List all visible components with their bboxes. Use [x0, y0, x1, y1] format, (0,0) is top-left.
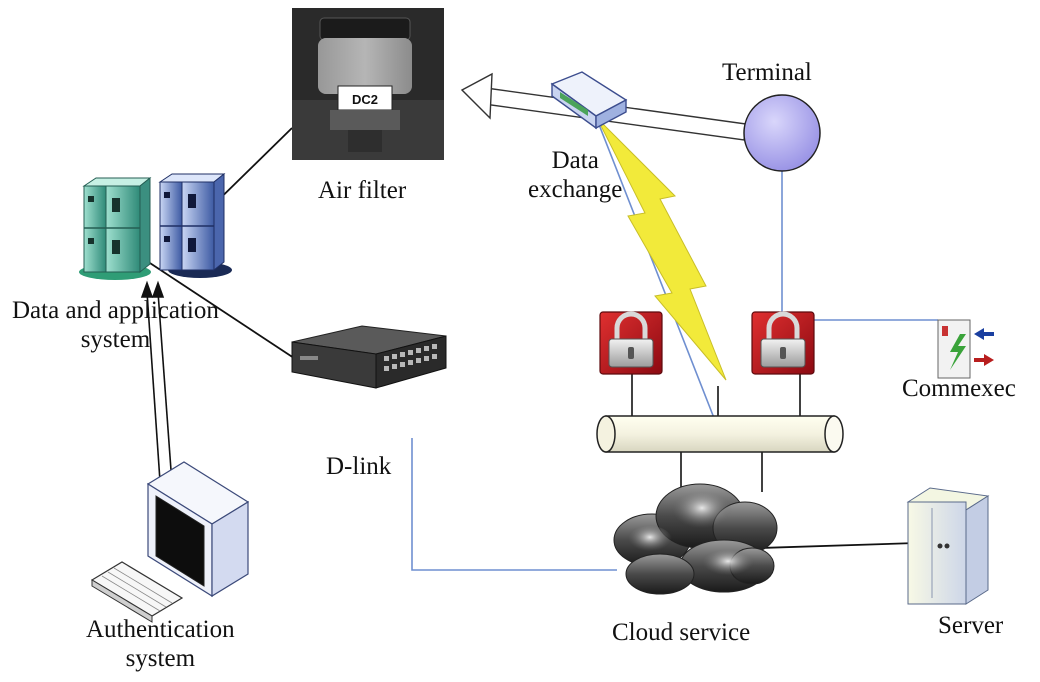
authentication-computer-icon: [146, 461, 250, 598]
commexec-label: Commexec: [902, 375, 1016, 402]
dlink-switch-icon: [291, 325, 447, 389]
label-cloud-service: Cloud service: [612, 618, 750, 647]
cloud-icon: [613, 483, 778, 595]
lock-icon: [599, 311, 663, 375]
network-bus-icon: [596, 415, 844, 453]
data-exchange-label-line1: Data: [551, 147, 599, 174]
label-commexec: Commexec: [902, 374, 1016, 403]
lightning-icon: [596, 117, 727, 381]
label-data-exchange: Data exchange: [528, 146, 622, 204]
link-dlink-cloud: [411, 438, 617, 571]
terminal-label: Terminal: [722, 59, 812, 86]
data-app-label-line2: system: [80, 326, 151, 353]
auth-label-line2: system: [125, 645, 196, 672]
label-air-filter: Air filter: [318, 176, 406, 205]
terminal-node-icon: [743, 94, 821, 172]
air-filter-photo-text: DC2: [352, 92, 378, 107]
commexec-icon: [937, 319, 994, 379]
data-application-server-racks-icon: [79, 172, 232, 280]
data-app-label-line1: Data and application: [12, 297, 219, 324]
air-filter-photo: DC2: [292, 8, 444, 160]
server-icon: [906, 487, 990, 605]
air-filter-label: Air filter: [318, 177, 407, 204]
cloud-label: Cloud service: [612, 619, 751, 646]
link-exchange-bus: [597, 121, 715, 419]
label-server: Server: [938, 611, 1003, 640]
lock-icon: [751, 311, 815, 375]
server-label: Server: [938, 612, 1004, 639]
label-terminal: Terminal: [722, 58, 812, 87]
data-exchange-router-icon: [550, 71, 628, 130]
dlink-label: D-link: [326, 453, 392, 480]
label-dlink: D-link: [326, 452, 391, 481]
keyboard-icon: [90, 561, 184, 623]
label-authentication-system: Authentication system: [86, 615, 235, 673]
auth-label-line1: Authentication: [86, 616, 235, 643]
label-data-app-system: Data and application system: [12, 296, 219, 354]
data-exchange-label-line2: exchange: [528, 176, 623, 203]
